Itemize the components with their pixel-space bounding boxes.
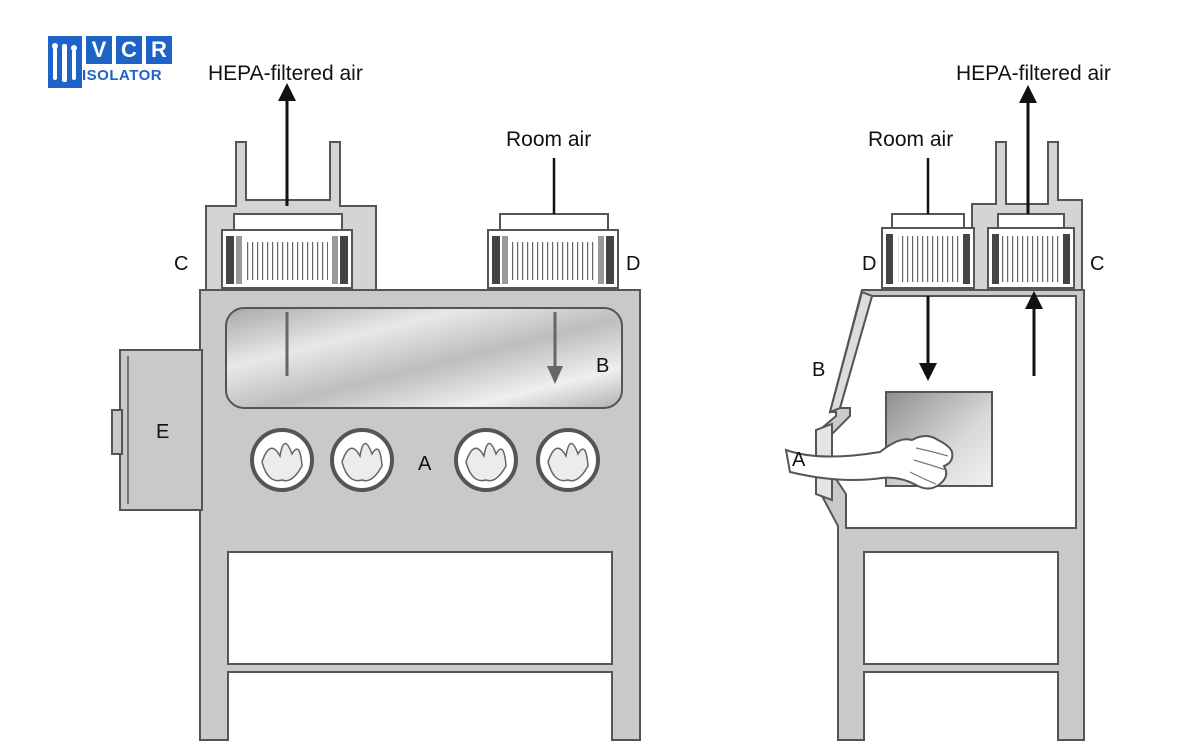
front-label-e: E	[156, 421, 169, 443]
side-label-b: B	[812, 359, 825, 381]
logo-letter-c: C	[116, 36, 142, 64]
glove-port	[454, 428, 518, 492]
glove-ports	[250, 428, 600, 492]
front-label-a: A	[418, 453, 432, 475]
exhaust-filter-cap	[233, 213, 343, 231]
vcr-isolator-logo: V C R ISOLATOR	[48, 36, 176, 88]
side-exhaust-filter-cap	[997, 213, 1065, 229]
glove-port	[536, 428, 600, 492]
logo-letter-r: R	[146, 36, 172, 64]
side-intake-filter-cap	[891, 213, 965, 229]
side-intake-label: Room air	[868, 128, 953, 151]
logo-letter-v: V	[86, 36, 112, 64]
side-viewing-window	[828, 290, 874, 414]
front-label-c: C	[174, 253, 188, 275]
side-label-d: D	[862, 253, 876, 275]
lower-opening	[227, 551, 613, 665]
front-intake-label: Room air	[506, 128, 591, 151]
operator-arm-icon	[784, 435, 954, 490]
front-exhaust-label: HEPA-filtered air	[208, 62, 363, 85]
front-label-b: B	[596, 355, 609, 377]
front-view: HEPA-filtered air Room air C D B E A	[111, 62, 641, 741]
lab-tools-icon	[48, 36, 82, 88]
pass-through-chamber	[119, 349, 203, 511]
side-view: HEPA-filtered air Room air D C B A	[784, 62, 1111, 741]
side-exhaust-label: HEPA-filtered air	[956, 62, 1111, 85]
intake-filter-cap	[499, 213, 609, 231]
logo-subtitle: ISOLATOR	[82, 67, 163, 84]
viewing-window	[225, 307, 623, 409]
front-label-d: D	[626, 253, 640, 275]
glove-port	[250, 428, 314, 492]
side-lower-opening	[863, 551, 1059, 665]
side-label-a: A	[792, 449, 806, 471]
glove-port	[330, 428, 394, 492]
side-label-c: C	[1090, 253, 1104, 275]
